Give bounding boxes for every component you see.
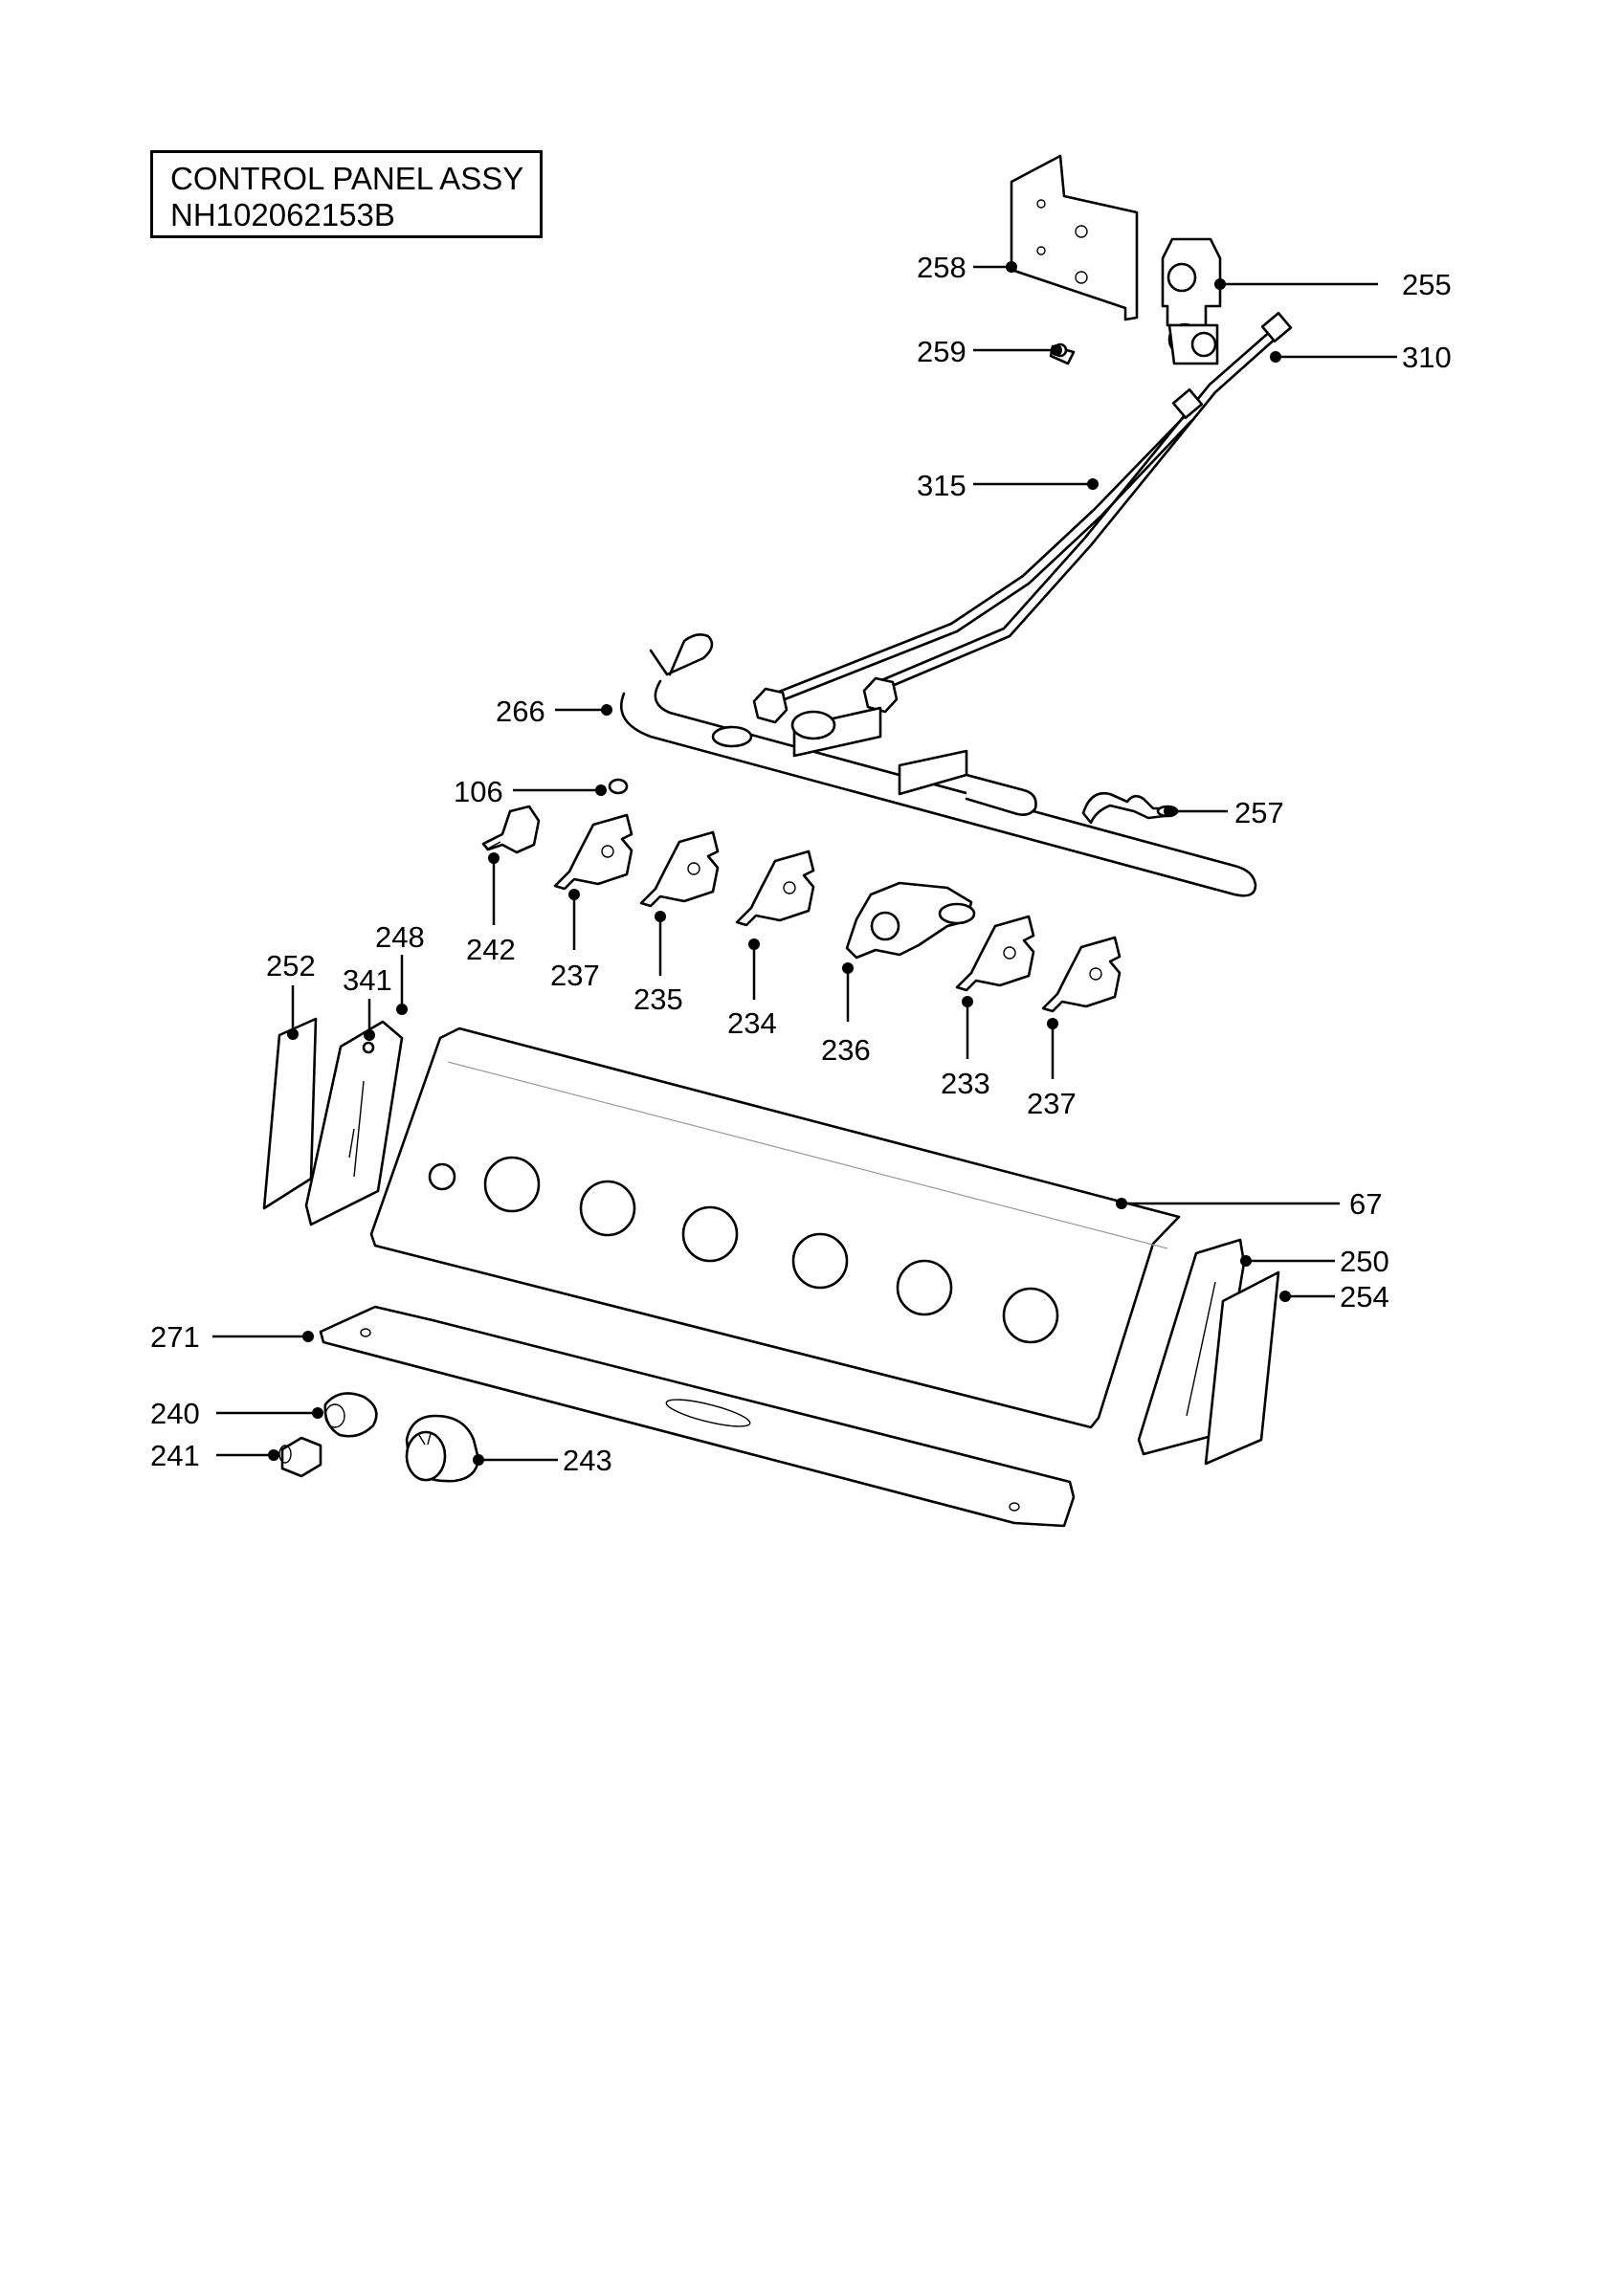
callout-259: 259 [917, 335, 967, 368]
part-271-lower-trim [319, 1305, 1076, 1528]
callout-257: 257 [1234, 796, 1284, 829]
part-106-nozzle [608, 778, 629, 795]
part-266-manifold [619, 633, 1257, 897]
part-252-end-cap-left [262, 1017, 318, 1210]
part-255-thermostat [1161, 237, 1222, 365]
part-254-end-cap-right [1204, 1270, 1280, 1466]
callout-341: 341 [343, 963, 392, 997]
part-310-315-pipes [752, 311, 1293, 724]
leader-lines [212, 261, 1397, 1466]
callout-315: 315 [917, 469, 967, 502]
diagram-part-number: NH102062153B [170, 197, 395, 232]
part-235-valve [639, 830, 720, 908]
part-233-valve [955, 915, 1035, 992]
callout-255: 255 [1402, 268, 1452, 301]
callout-labels: 258 255 259 310 315 266 106 257 242 237 … [150, 251, 1452, 1477]
callout-237-left: 237 [550, 959, 600, 992]
callout-250: 250 [1340, 1245, 1389, 1278]
callout-241: 241 [150, 1439, 200, 1472]
part-248-side-bracket-left [304, 1020, 404, 1226]
callout-310: 310 [1402, 341, 1452, 374]
part-237-valve-left [553, 813, 633, 891]
callout-67: 67 [1349, 1187, 1382, 1221]
callout-252: 252 [266, 949, 316, 982]
callout-234: 234 [727, 1006, 777, 1040]
part-236-valve-thermostat [845, 881, 976, 960]
part-67-control-panel [369, 1027, 1181, 1429]
part-240-knob-insert [323, 1392, 378, 1438]
callout-242: 242 [466, 933, 516, 966]
part-242-valve [481, 805, 541, 854]
part-241-spindle-adaptor [278, 1436, 322, 1478]
part-243-control-knob [405, 1414, 480, 1483]
part-341-screw [362, 1041, 375, 1054]
callout-236: 236 [821, 1033, 871, 1067]
callout-271: 271 [150, 1320, 200, 1354]
callout-254: 254 [1340, 1280, 1389, 1314]
diagram-title: CONTROL PANEL ASSY [170, 161, 524, 196]
callout-248: 248 [375, 920, 425, 954]
part-234-valve [735, 850, 815, 927]
part-258-bracket [1010, 154, 1139, 321]
callout-240: 240 [150, 1397, 200, 1430]
diagram-title-box: CONTROL PANEL ASSY NH102062153B [150, 150, 543, 238]
callout-258: 258 [917, 251, 967, 284]
callout-233: 233 [941, 1067, 990, 1100]
callout-243: 243 [563, 1444, 612, 1477]
callout-266: 266 [496, 695, 545, 728]
part-257-clip [1081, 791, 1179, 825]
callout-106: 106 [454, 775, 503, 808]
part-237-valve-right [1041, 936, 1122, 1013]
callout-235: 235 [633, 982, 683, 1016]
callout-237-right: 237 [1027, 1087, 1077, 1120]
